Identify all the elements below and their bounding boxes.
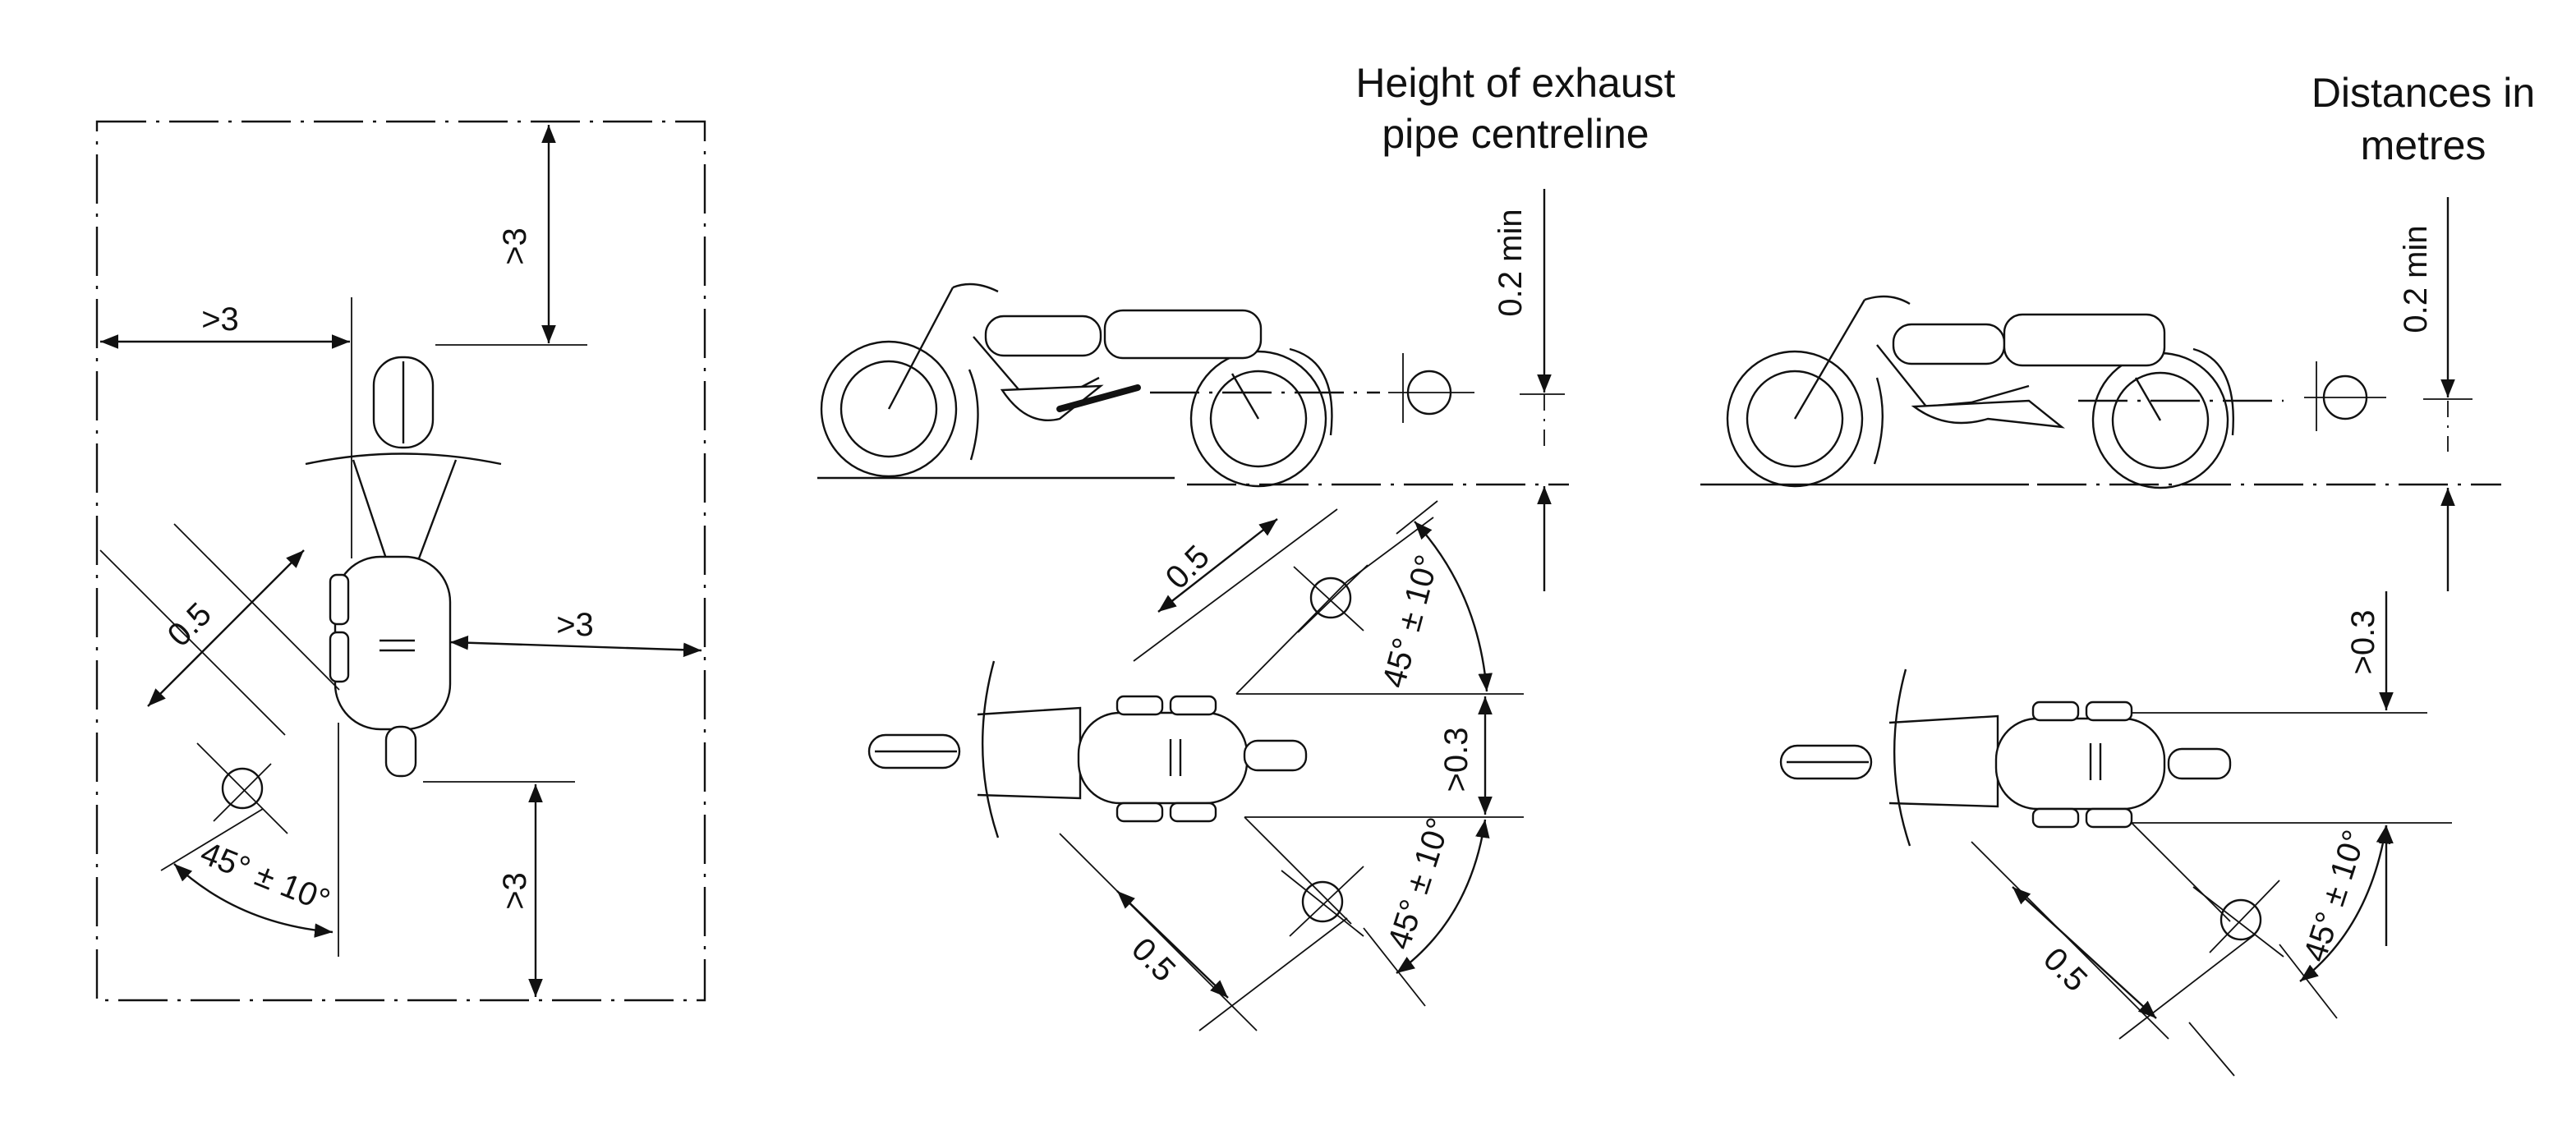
dim-right-gt3: >3 — [556, 607, 594, 643]
motorcycle-top-view-right — [1779, 668, 2232, 847]
right-panel: Distances in metres — [1700, 70, 2535, 1077]
dim-middle-02min: 0.2 min — [1493, 209, 1529, 316]
motorcycle-side-view-middle — [817, 282, 1569, 488]
microphone-symbol-right-side — [2304, 361, 2386, 431]
microphone-symbol-middle-upper — [1293, 564, 1368, 633]
dim-middle-gt03: >0.3 — [1438, 728, 1474, 792]
dim-right-02min: 0.2 min — [2398, 225, 2434, 333]
dim-right-gt03: >0.3 — [2345, 610, 2381, 675]
microphone-symbol-right-lower — [2192, 880, 2284, 958]
angle-middle-lower: 45° ± 10° — [1381, 814, 1457, 954]
motorcycle-top-view-left — [305, 356, 502, 778]
caption-exhaust-height-1: Height of exhaust — [1355, 60, 1675, 106]
microphone-symbol-middle-lower — [1281, 866, 1364, 937]
dim-middle-lower-05: 0.5 — [1125, 931, 1182, 989]
motorcycle-side-view-right — [1700, 295, 2501, 489]
test-area-boundary — [95, 120, 706, 1002]
left-plan-panel: >3 >3 >3 >3 0.5 45° ± 10° — [95, 120, 706, 1002]
angle-left: 45° ± 10° — [196, 835, 335, 920]
dim-middle-upper-05: 0.5 — [1159, 539, 1217, 596]
caption-exhaust-height-2: pipe centreline — [1382, 111, 1649, 157]
microphone-symbol-middle-side — [1388, 353, 1474, 423]
dim-right-lower-05: 0.5 — [2036, 941, 2094, 999]
caption-units-2: metres — [2361, 122, 2486, 168]
middle-panel: Height of exhaust pipe centreline — [817, 60, 1676, 1031]
dim-left-gt3: >3 — [201, 301, 239, 338]
motorcycle-top-view-middle — [867, 660, 1308, 838]
microphone-symbol-left — [196, 742, 288, 834]
caption-units-1: Distances in — [2312, 70, 2535, 116]
dim-top-gt3: >3 — [497, 227, 533, 265]
angle-middle-upper: 45° ± 10° — [1376, 551, 1446, 691]
dim-bottom-gt3: >3 — [497, 872, 533, 910]
angle-right-lower: 45° ± 10° — [2297, 826, 2373, 967]
